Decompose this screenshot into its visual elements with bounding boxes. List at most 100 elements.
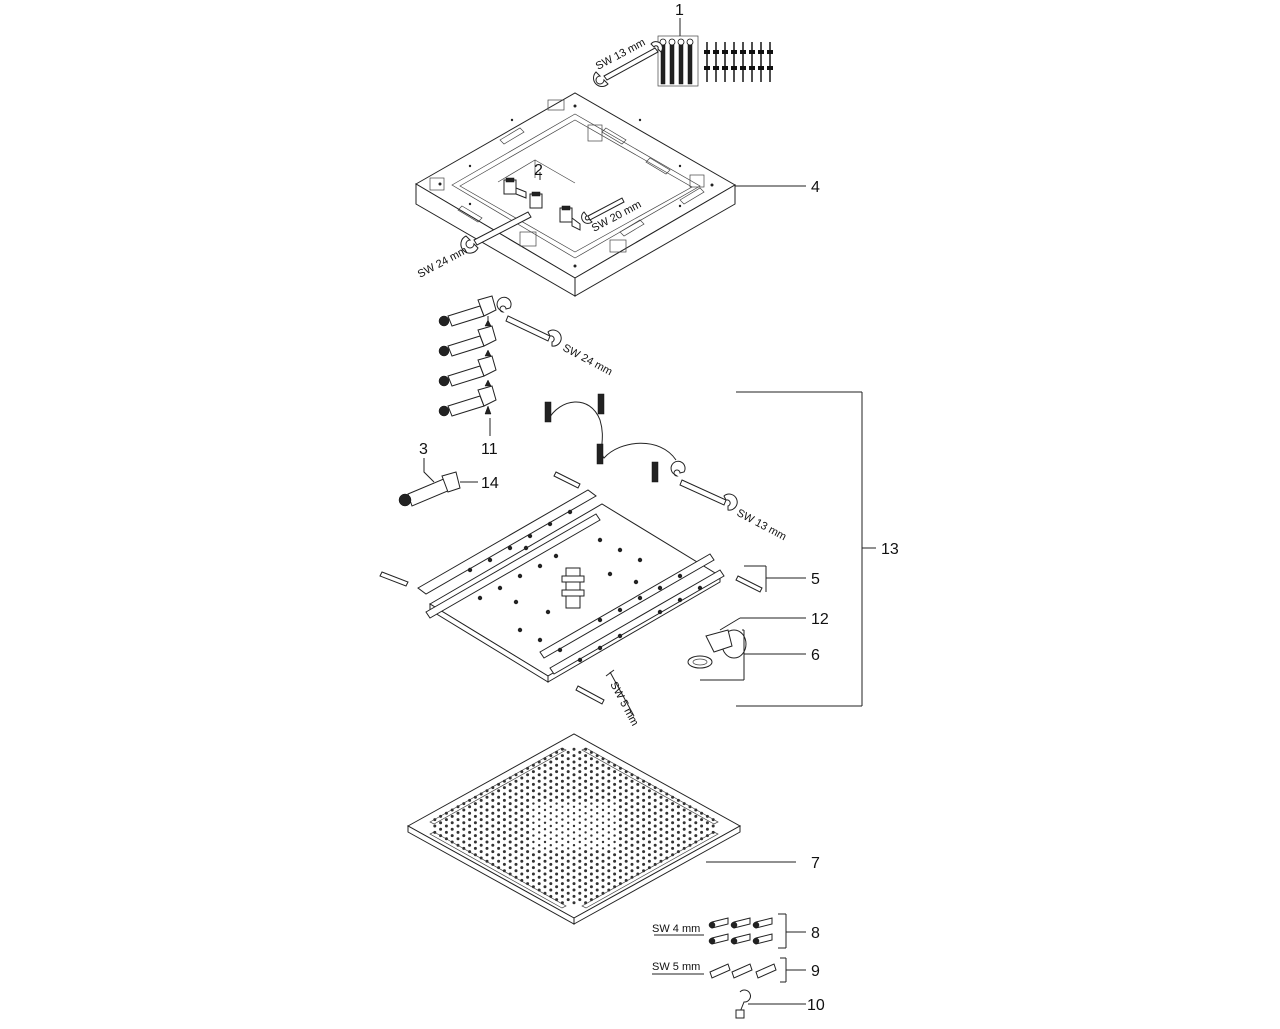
nozzle-dot bbox=[584, 760, 588, 764]
nozzle-dot bbox=[694, 821, 698, 825]
nozzle-dot bbox=[473, 808, 477, 812]
nozzle-dot bbox=[711, 818, 715, 822]
nozzle-dot bbox=[555, 866, 559, 870]
callout-11: 11 bbox=[481, 441, 498, 458]
nozzle-dot bbox=[642, 856, 646, 860]
nozzle-dot bbox=[566, 789, 570, 793]
nozzle-dot bbox=[630, 875, 634, 879]
nozzle-dot bbox=[560, 754, 564, 758]
nozzle-dot bbox=[642, 779, 646, 783]
nozzle-dot bbox=[595, 760, 599, 764]
nozzle-dot bbox=[578, 750, 582, 754]
nozzle-dot bbox=[479, 850, 483, 854]
nozzle-dot bbox=[584, 805, 587, 808]
nozzle-dot bbox=[584, 888, 588, 892]
nozzle-dot bbox=[624, 808, 628, 812]
nozzle-dot bbox=[491, 843, 495, 847]
nozzle-dot bbox=[566, 763, 570, 767]
nozzle-dot bbox=[572, 901, 576, 905]
nozzle-dot bbox=[543, 795, 547, 799]
nozzle-dot bbox=[462, 814, 466, 818]
nozzle-dot bbox=[561, 824, 564, 828]
nozzle-dot bbox=[520, 776, 524, 780]
nozzle-dot bbox=[566, 866, 570, 870]
nozzle-dot bbox=[630, 811, 634, 815]
nozzle-dot bbox=[491, 798, 495, 802]
nozzle-dot bbox=[595, 798, 599, 802]
nozzle-dot bbox=[665, 850, 669, 854]
nozzle-dot bbox=[578, 866, 582, 870]
label-sw4-key: SW 4 mm bbox=[652, 923, 700, 935]
nozzle-dot bbox=[613, 872, 617, 876]
nozzle-dot bbox=[560, 882, 564, 886]
nozzle-dot bbox=[578, 821, 581, 824]
nozzle-dot bbox=[607, 798, 611, 802]
nozzle-dot bbox=[526, 792, 530, 796]
nozzle-dot bbox=[520, 866, 524, 870]
nozzle-dot bbox=[491, 792, 495, 796]
nozzle-dot bbox=[578, 898, 582, 902]
nozzle-dot bbox=[444, 837, 448, 841]
nozzle-dot bbox=[578, 789, 582, 793]
nozzle-dot bbox=[624, 821, 628, 825]
callout-6: 6 bbox=[811, 647, 820, 664]
nozzle-dot bbox=[462, 827, 466, 831]
nozzle-dot bbox=[653, 792, 657, 796]
nozzle-dot bbox=[596, 818, 599, 821]
nozzle-dot bbox=[636, 846, 640, 850]
nozzle-dot bbox=[468, 837, 472, 841]
nozzle-dot bbox=[531, 872, 535, 876]
nozzle-dot bbox=[618, 779, 622, 783]
nozzle-dot bbox=[589, 898, 593, 902]
nozzle-dot bbox=[502, 850, 506, 854]
nozzle-dot bbox=[485, 808, 489, 812]
nozzle-dot bbox=[665, 805, 669, 809]
label-sw24-frame: SW 24 mm bbox=[416, 245, 470, 281]
callout-3: 3 bbox=[419, 441, 428, 458]
nozzle-dot bbox=[502, 869, 506, 873]
nozzle-dot bbox=[642, 811, 646, 815]
nozzle-dot bbox=[589, 795, 593, 799]
nozzle-dot bbox=[566, 872, 570, 876]
nozzle-dot bbox=[549, 869, 553, 873]
nozzle-dot bbox=[618, 882, 622, 886]
nozzle-dot bbox=[653, 786, 657, 790]
nozzle-dot bbox=[613, 815, 616, 818]
nozzle-dot bbox=[671, 814, 675, 818]
hose-3 bbox=[438, 355, 497, 387]
part-4-mounting-frame: 4 bbox=[415, 92, 820, 297]
callout-7: 7 bbox=[811, 855, 820, 872]
nozzle-dot bbox=[595, 869, 599, 873]
nozzle-dot bbox=[572, 805, 576, 808]
nozzle-dot bbox=[555, 853, 559, 857]
nozzle-dot bbox=[572, 869, 576, 873]
nozzle-dot bbox=[653, 824, 657, 828]
nozzle-dot bbox=[601, 776, 605, 780]
nozzle-dot bbox=[485, 859, 489, 863]
nozzle-dot bbox=[700, 824, 704, 828]
nozzle-dot bbox=[589, 878, 593, 882]
nozzle-dot bbox=[479, 811, 483, 815]
nozzle-dot bbox=[531, 878, 535, 882]
nozzle-dot bbox=[520, 834, 524, 838]
part-5-pin: 5 bbox=[744, 565, 820, 592]
nozzle-dot bbox=[532, 828, 535, 831]
nozzle-dot bbox=[584, 798, 588, 802]
nozzle-dot bbox=[578, 763, 582, 767]
nozzle-dot bbox=[636, 840, 640, 844]
nozzle-dot bbox=[560, 773, 564, 777]
nozzle-dot bbox=[624, 840, 628, 844]
nozzle-dot bbox=[514, 779, 518, 783]
nozzle-dot bbox=[468, 824, 472, 828]
nozzle-dot bbox=[589, 770, 593, 774]
nozzle-dot bbox=[601, 782, 605, 786]
nozzle-dot bbox=[642, 805, 646, 809]
nozzle-dot bbox=[537, 779, 541, 783]
part-2-fittings: 2 bbox=[497, 159, 581, 231]
nozzle-dot bbox=[624, 872, 628, 876]
nozzle-dot bbox=[589, 789, 593, 793]
label-sw13-plate: SW 13 mm bbox=[735, 507, 789, 543]
nozzle-dot bbox=[538, 818, 541, 821]
nozzle-dot bbox=[514, 805, 518, 809]
nozzle-dot bbox=[630, 824, 634, 828]
